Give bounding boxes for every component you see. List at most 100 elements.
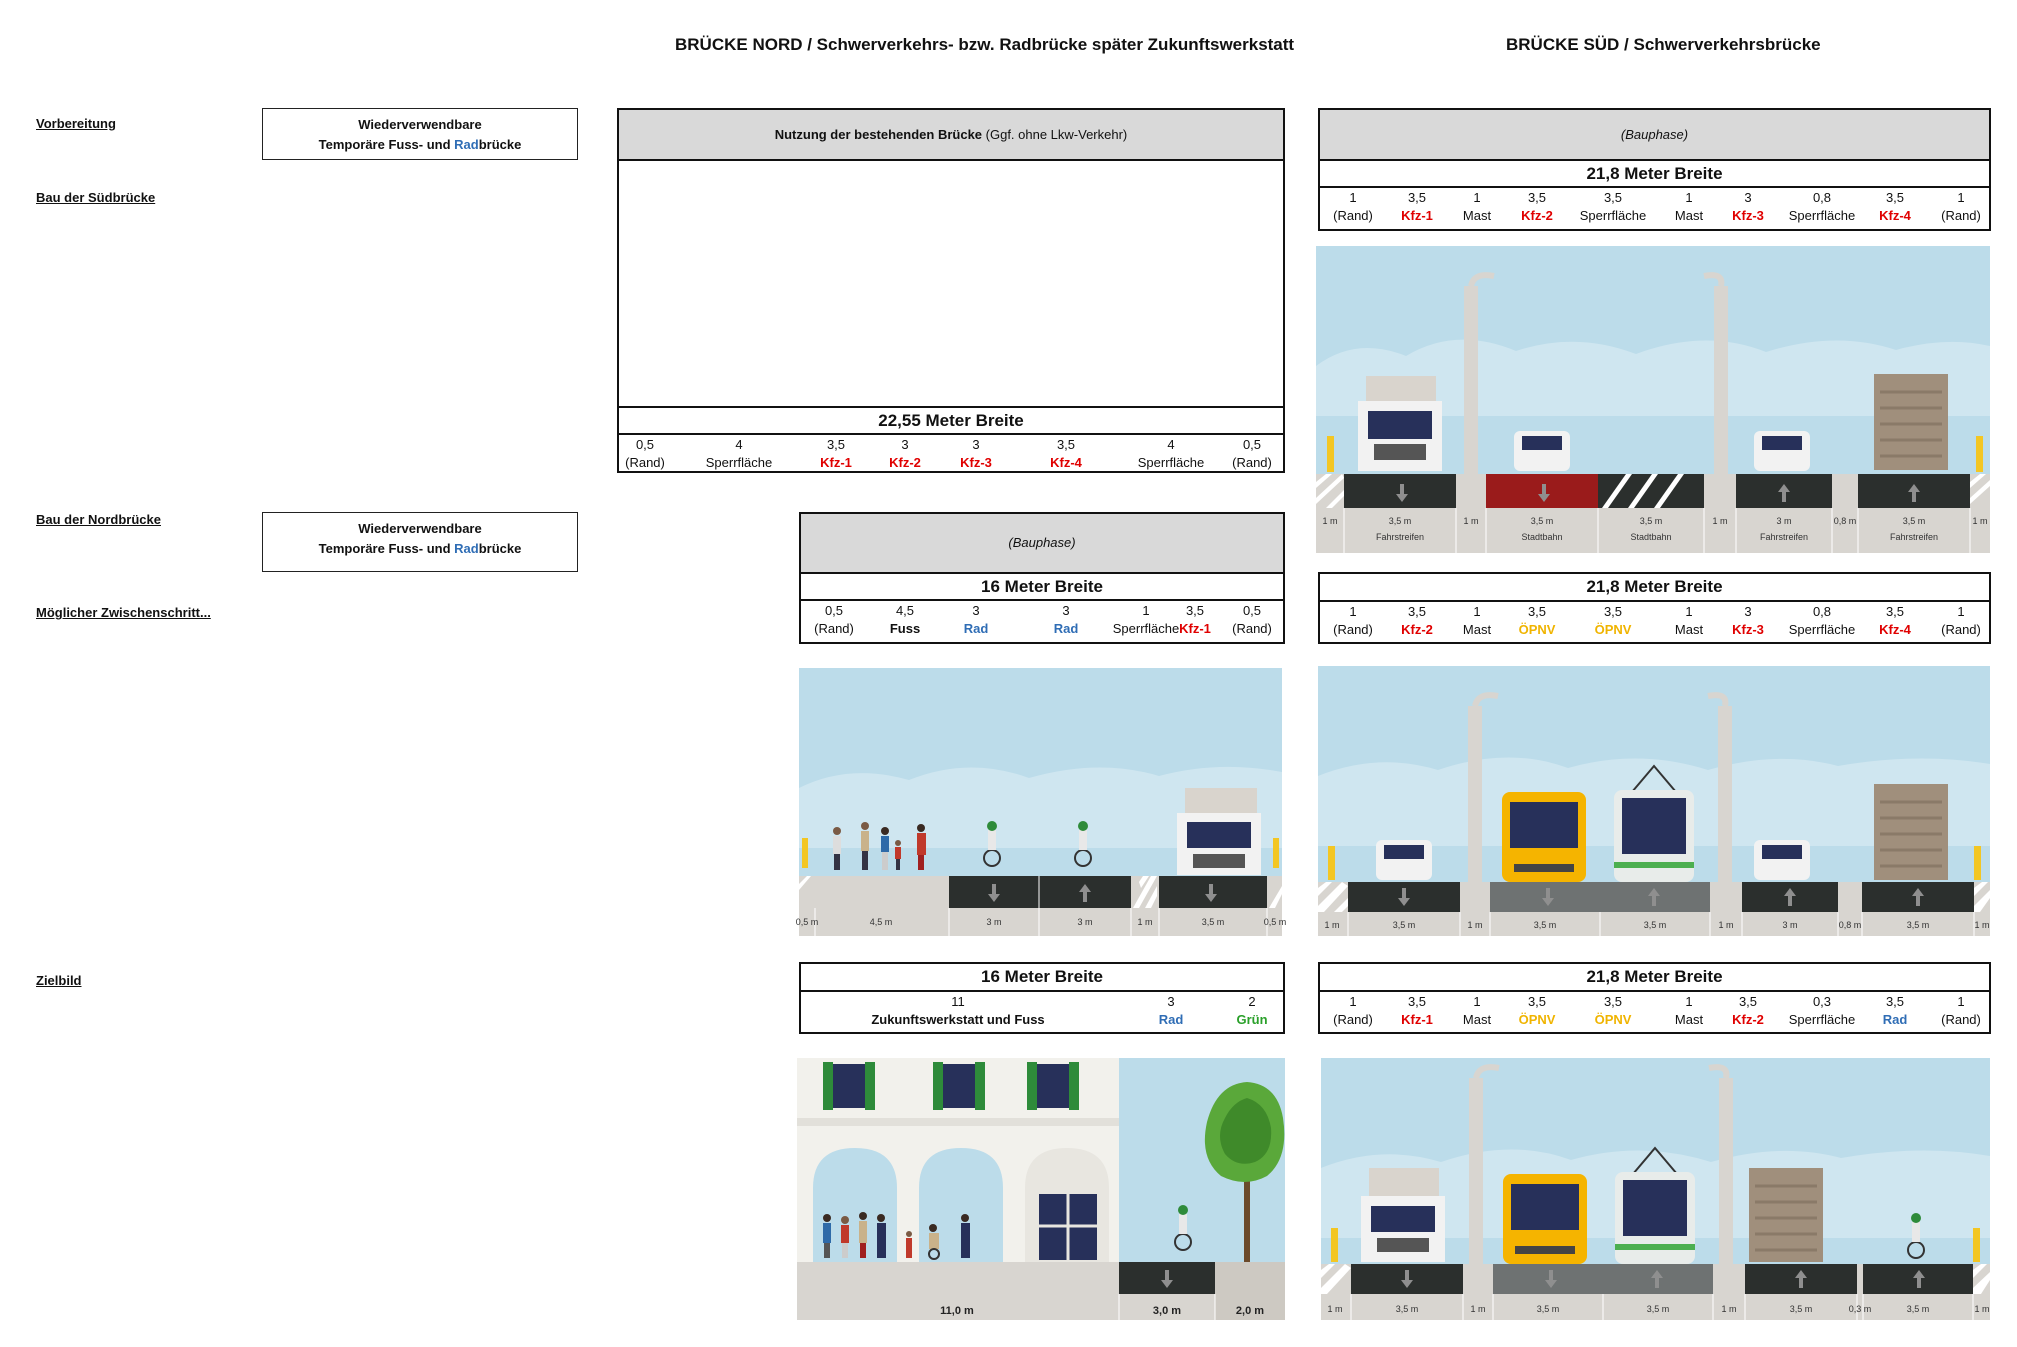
lane-label: ÖPNV	[1594, 622, 1632, 637]
lane-label: Sperrfläche	[1788, 622, 1856, 637]
lane-label: (Rand)	[1941, 208, 1981, 223]
street-label: 0,5 m	[1264, 917, 1287, 927]
lane-label: Mast	[1462, 622, 1492, 637]
street-label: 1 m	[1974, 1304, 1989, 1314]
width-label: 21,8 Meter Breite	[1320, 964, 1989, 992]
illustration-sued-ziel: 1 m 3,5 m 1 m 3,5 m 3,5 m 1 m 3,5 m 0,3 …	[1321, 1058, 1990, 1320]
lane-label: Kfz-1	[820, 455, 852, 470]
street-label: 1 m	[1470, 1304, 1485, 1314]
lane-label: Kfz-1	[1401, 208, 1433, 223]
lane-width-value: 1	[1349, 190, 1357, 205]
lane-label: Rad	[963, 621, 989, 636]
lane-label: Kfz-2	[1521, 208, 1553, 223]
lane-label: Kfz-3	[1732, 622, 1764, 637]
lane-width-value: 1	[1142, 603, 1150, 618]
lane-cell: 1 (Rand)	[1313, 189, 1393, 225]
lane-width-value: 3,5	[1527, 190, 1547, 205]
lane-label: (Rand)	[1333, 208, 1373, 223]
lane-width-value: 3,5	[1885, 994, 1905, 1009]
lane-label: Kfz-2	[1401, 622, 1433, 637]
street-label: 1 m	[1974, 920, 1989, 930]
lane-cell: 0,5(Rand)	[794, 602, 874, 638]
street-label: 0,3 m	[1849, 1304, 1872, 1314]
lane-label: (Rand)	[1232, 621, 1272, 636]
temp-bridge-line2: Temporäre Fuss- und Radbrücke	[318, 541, 522, 556]
lane-width-value: 3	[1167, 994, 1175, 1009]
lane-width-value: 1	[1685, 994, 1693, 1009]
street-label: 1 m	[1327, 1304, 1342, 1314]
lane-width-value: 3,5	[1885, 604, 1905, 619]
lane-width-value: 0,8	[1812, 190, 1832, 205]
lane-cell: 0,5(Rand)	[1212, 602, 1292, 638]
lane-label: Kfz-4	[1050, 455, 1082, 470]
lane-width-value: 3	[972, 437, 980, 452]
lane-width-value: 4	[1167, 437, 1175, 452]
lane-width-value: 1	[1473, 994, 1481, 1009]
lane-width-value: 3,5	[826, 437, 846, 452]
street-label: 3,5 m	[1393, 920, 1416, 930]
street-label: 2,0 m	[1236, 1305, 1264, 1317]
lane-width-value: 3,5	[1603, 604, 1623, 619]
lane-width-value: 4,5	[895, 603, 915, 618]
street-label: 1 m	[1463, 516, 1478, 526]
lane-width-value: 3	[1744, 604, 1752, 619]
width-label: 21,8 Meter Breite	[1320, 574, 1989, 602]
lane-width-value: 3,5	[1603, 190, 1623, 205]
lane-label: Sperrfläche	[1579, 208, 1647, 223]
lane-label: Rad	[1882, 1012, 1908, 1027]
lane-cell: 0,5(Rand)	[605, 436, 685, 472]
lane-width-value: 0,5	[635, 437, 655, 452]
temp-bridge-box-2: Wiederverwendbare Temporäre Fuss- und Ra…	[262, 512, 578, 572]
lane-width-value: 4	[735, 437, 743, 452]
lane-width-value: 11	[951, 994, 965, 1009]
lane-width-value: 0,3	[1812, 994, 1832, 1009]
lane-width-value: 3	[1744, 190, 1752, 205]
street-label: Fahrstreifen	[1760, 532, 1808, 542]
lane-width-value: 1	[1349, 604, 1357, 619]
lane-cell: 1(Rand)	[1921, 993, 2001, 1029]
street-label: 3,5 m	[1647, 1304, 1670, 1314]
empty-area	[619, 161, 1283, 406]
lane-width-value: 3,5	[1527, 994, 1547, 1009]
illustration-sued-zwischen: 1 m 3,5 m 1 m 3,5 m 3,5 m 1 m 3 m 0,8 m …	[1318, 666, 1990, 936]
lane-width-value: 3,5	[1185, 603, 1205, 618]
lane-label: Rad	[1053, 621, 1079, 636]
temp-bridge-line1: Wiederverwendbare	[358, 521, 482, 536]
lane-label: Sperrfläche	[1788, 208, 1856, 223]
lane-label: Sperrfläche	[1137, 455, 1205, 470]
lane-cell: 1(Rand)	[1313, 603, 1393, 639]
lane-cell: 1(Rand)	[1313, 993, 1393, 1029]
lane-width-value: 1	[1957, 190, 1965, 205]
phase-zwischenschritt: Möglicher Zwischenschritt...	[36, 605, 211, 620]
lane-label: Kfz-4	[1879, 208, 1911, 223]
lane-width-value: 3,5	[1407, 190, 1427, 205]
lane-width-value: 3	[1062, 603, 1070, 618]
width-label: 21,8 Meter Breite	[1320, 161, 1989, 188]
lane-label: Kfz-3	[1732, 208, 1764, 223]
lane-width-value: 3,5	[1407, 994, 1427, 1009]
lane-width-value: 3	[901, 437, 909, 452]
